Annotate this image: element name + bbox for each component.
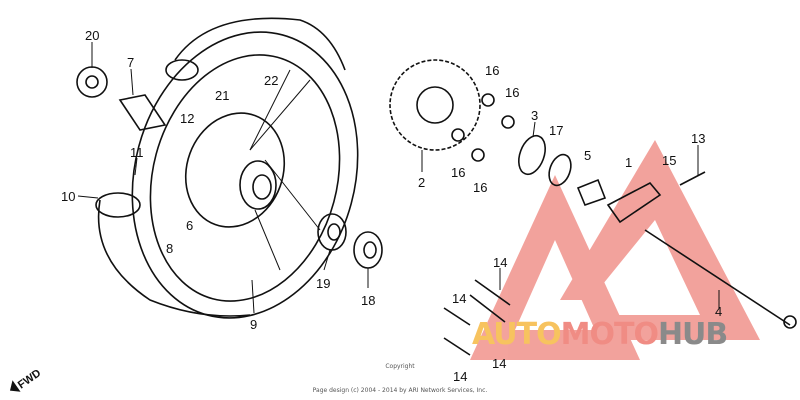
adjuster-1 [606, 181, 662, 224]
callout-4: 4 [715, 304, 722, 319]
callout-11: 11 [130, 145, 144, 160]
callout-17: 17 [549, 123, 563, 138]
callout-labels: 20 7 22 21 12 11 10 6 8 9 19 18 2 16 16 … [61, 28, 722, 384]
nuts [451, 93, 515, 162]
seal-3 [518, 134, 546, 176]
sprocket [389, 59, 481, 151]
bearing-19 [317, 213, 347, 251]
callout-19: 19 [316, 276, 330, 291]
bearing-20 [76, 66, 108, 98]
copyright-text: Page design (c) 2004 - 2014 by ARI Netwo… [312, 387, 488, 394]
spokes [249, 69, 321, 271]
callout-16: 16 [505, 85, 519, 100]
callout-2: 2 [418, 175, 425, 190]
circlip-17 [548, 153, 572, 187]
callout-16: 16 [485, 63, 499, 78]
callout-16: 16 [473, 180, 487, 195]
callout-3: 3 [531, 108, 538, 123]
watermark-auto: AUTO [472, 317, 562, 352]
watermark-hub: HUB [657, 317, 728, 352]
callout-13: 13 [691, 131, 705, 146]
collar-7 [118, 94, 167, 131]
leader-lines [77, 42, 720, 314]
callout-15: 15 [662, 153, 676, 168]
axle-4 [644, 229, 797, 329]
callout-22: 22 [264, 73, 278, 88]
watermark-logo [470, 140, 760, 360]
callout-14: 14 [493, 255, 507, 270]
callout-6: 6 [186, 218, 193, 233]
rim-tube [95, 59, 199, 218]
bolts-14 [443, 279, 511, 356]
callout-18: 18 [361, 293, 375, 308]
collar-5 [576, 178, 607, 207]
callout-14: 14 [452, 291, 466, 306]
callout-9: 9 [250, 317, 257, 332]
callout-1: 1 [625, 155, 632, 170]
callout-21: 21 [215, 88, 229, 103]
callout-14: 14 [453, 369, 467, 384]
bolt-13 [679, 171, 706, 186]
callout-7: 7 [127, 55, 134, 70]
callout-12: 12 [180, 111, 194, 126]
copyright-title: Copyright [385, 363, 415, 370]
callout-10: 10 [61, 189, 75, 204]
bearing-18 [353, 231, 383, 269]
callout-8: 8 [166, 241, 173, 256]
tire [97, 17, 359, 319]
callout-5: 5 [584, 148, 591, 163]
callout-14: 14 [492, 356, 506, 371]
callout-20: 20 [85, 28, 99, 43]
brake-disc [184, 112, 286, 228]
watermark-text: AUTOMOTOHUB [472, 317, 728, 352]
watermark-moto: MOTO [560, 317, 659, 352]
callout-16: 16 [451, 165, 465, 180]
